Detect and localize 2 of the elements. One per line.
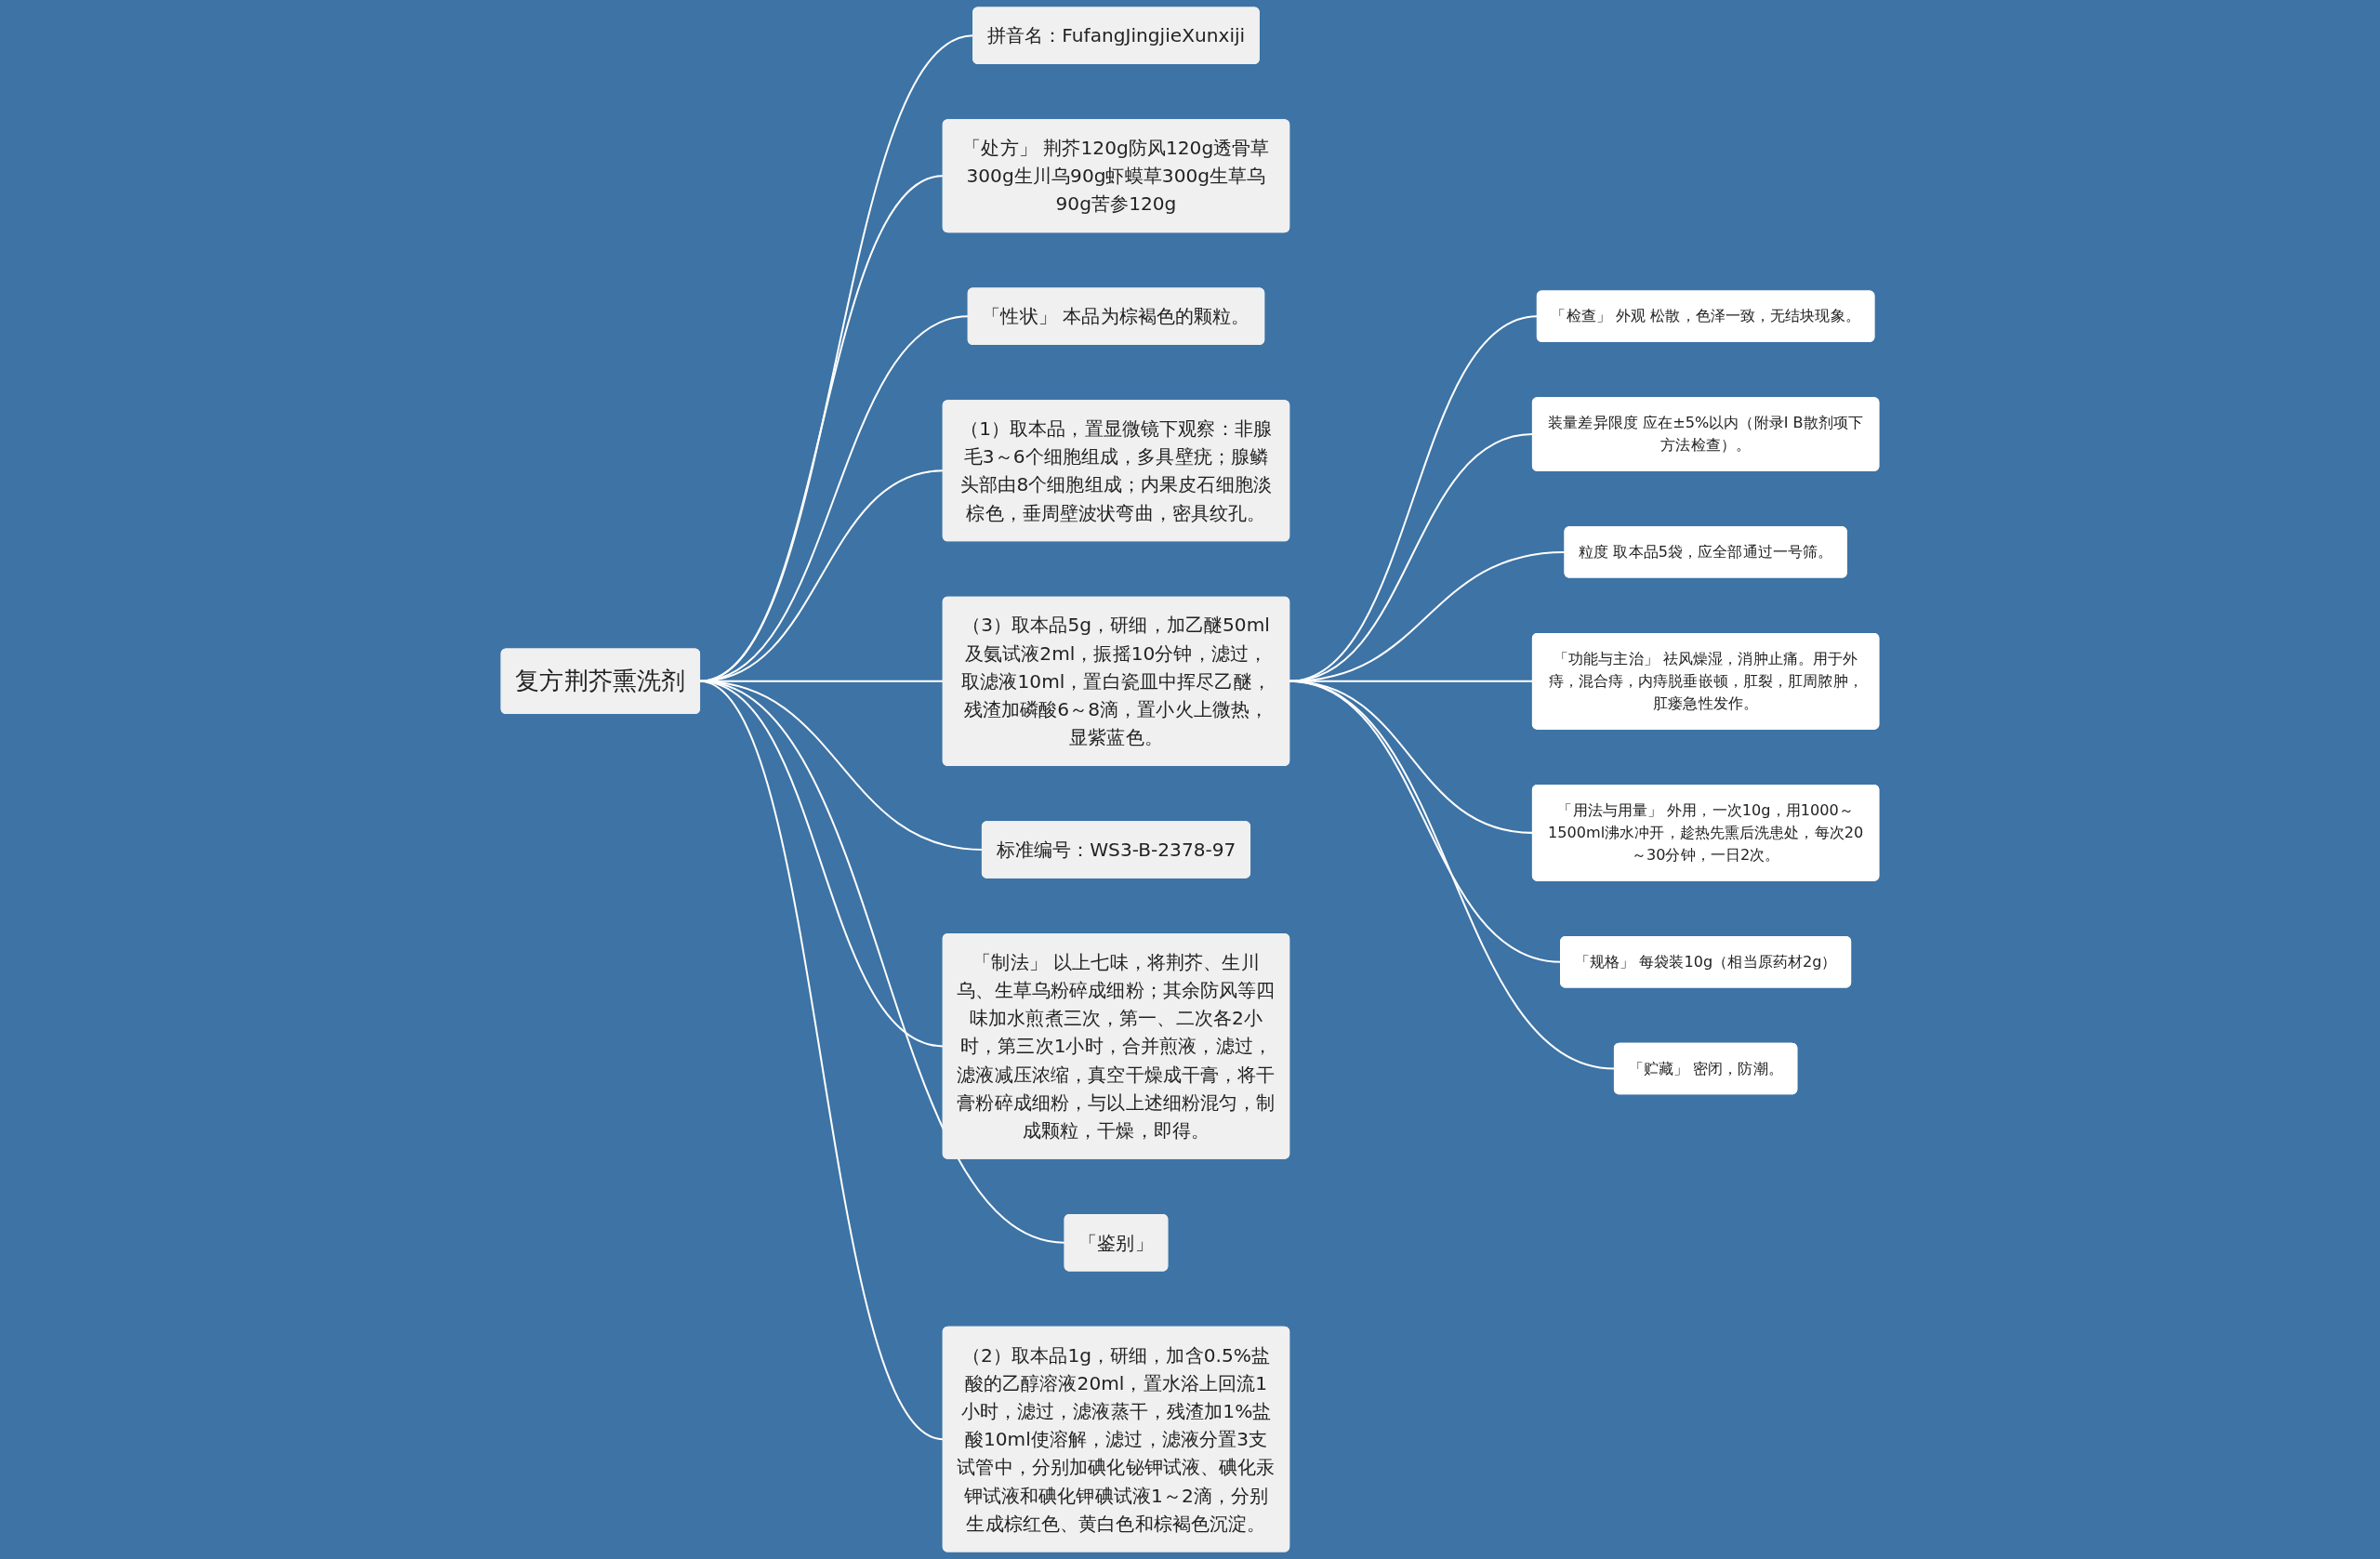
connector bbox=[1289, 680, 1615, 1070]
connector bbox=[699, 680, 944, 1441]
